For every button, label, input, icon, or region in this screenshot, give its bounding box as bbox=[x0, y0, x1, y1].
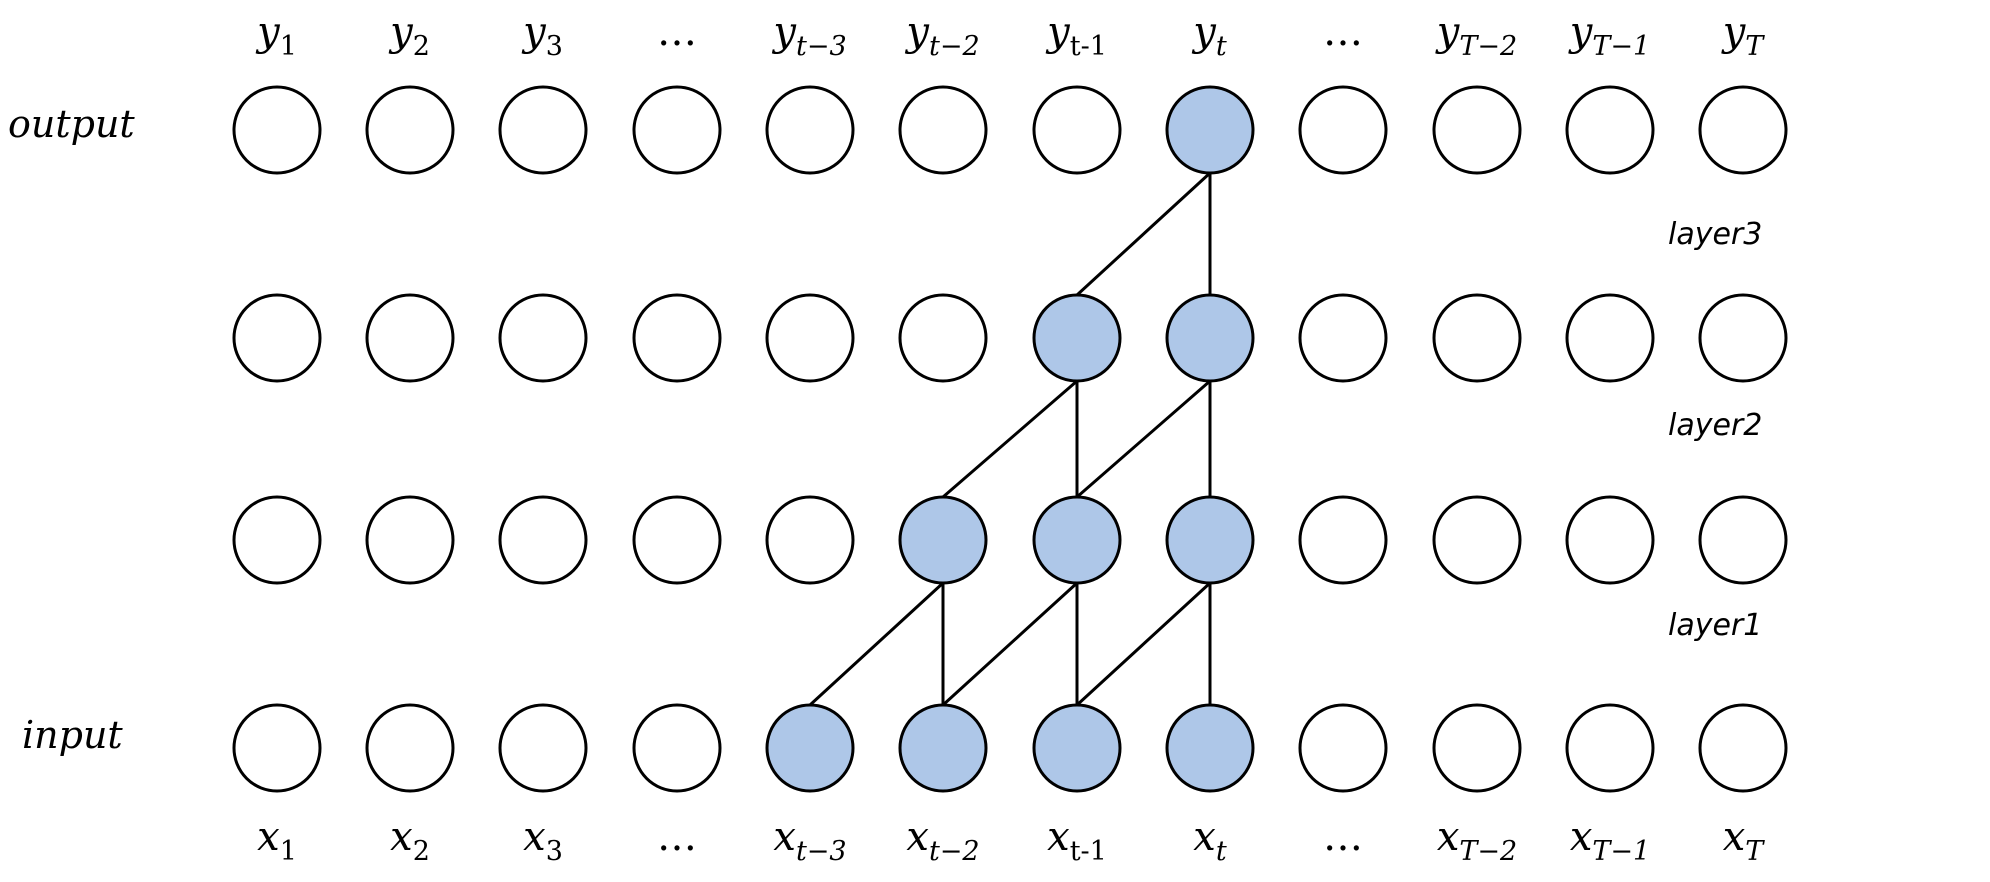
node-hidden-layer-1-9 bbox=[1432, 495, 1522, 585]
output-label-10: yT−1 bbox=[1568, 9, 1650, 62]
input-label-9: xT−2 bbox=[1437, 814, 1517, 867]
node-hidden-layer-1-4 bbox=[765, 495, 855, 585]
input-labels: x1 x2 x3 … xt−3 xt−2 xt-1 xt … xT−2 xT−1 xT bbox=[257, 814, 1765, 867]
node-hidden-layer-2-8 bbox=[1298, 293, 1388, 383]
edge-layer1-5-to-input-4 bbox=[808, 581, 945, 707]
node-hidden-layer-2-9 bbox=[1432, 293, 1522, 383]
input-label-10: xT−1 bbox=[1570, 814, 1650, 867]
node-grid bbox=[232, 85, 1788, 793]
input-label-7: xt bbox=[1193, 814, 1227, 867]
node-output-11 bbox=[1698, 85, 1788, 175]
node-hidden-layer-2-5 bbox=[898, 293, 988, 383]
active-node-hidden-layer-2-6 bbox=[1032, 293, 1122, 383]
edge-layer1-7-to-input-6 bbox=[1075, 581, 1212, 707]
node-hidden-layer-1-2 bbox=[498, 495, 588, 585]
node-hidden-layer-1-11 bbox=[1698, 495, 1788, 585]
node-hidden-layer-1-1 bbox=[365, 495, 455, 585]
layer-label-2: layer2 bbox=[1668, 408, 1762, 443]
active-node-hidden-layer-1-6 bbox=[1032, 495, 1122, 585]
input-label-3: … bbox=[657, 814, 697, 860]
node-output-5 bbox=[898, 85, 988, 175]
node-output-8 bbox=[1298, 85, 1388, 175]
node-input-8 bbox=[1298, 703, 1388, 793]
edge-layer2-7-to-layer1-6 bbox=[1076, 379, 1211, 499]
node-output-10 bbox=[1565, 85, 1655, 175]
active-node-input-6 bbox=[1032, 703, 1122, 793]
active-node-output-7 bbox=[1165, 85, 1255, 175]
output-label-0: y1 bbox=[255, 9, 297, 62]
output-label-7: yt bbox=[1191, 9, 1227, 62]
node-input-2 bbox=[498, 703, 588, 793]
node-hidden-layer-1-10 bbox=[1565, 495, 1655, 585]
node-input-11 bbox=[1698, 703, 1788, 793]
node-output-4 bbox=[765, 85, 855, 175]
node-output-3 bbox=[632, 85, 722, 175]
active-node-hidden-layer-1-5 bbox=[898, 495, 988, 585]
node-hidden-layer-2-2 bbox=[498, 293, 588, 383]
node-input-9 bbox=[1432, 703, 1522, 793]
node-output-6 bbox=[1032, 85, 1122, 175]
edge-layer1-6-to-input-5 bbox=[941, 581, 1079, 707]
output-label-2: y3 bbox=[521, 9, 563, 62]
node-hidden-layer-2-3 bbox=[632, 293, 722, 383]
output-labels: y1 y2 y3 … yt−3 yt−2 yt-1 yt … yT−2 yT−1 yT bbox=[255, 9, 1765, 62]
output-label-1: y2 bbox=[388, 9, 430, 62]
node-output-2 bbox=[498, 85, 588, 175]
active-node-hidden-layer-1-7 bbox=[1165, 495, 1255, 585]
input-label-0: x1 bbox=[257, 814, 297, 867]
active-node-input-4 bbox=[765, 703, 855, 793]
node-hidden-layer-2-11 bbox=[1698, 293, 1788, 383]
output-label-8: … bbox=[1323, 9, 1363, 55]
layer-label-1: layer1 bbox=[1668, 608, 1762, 643]
node-hidden-layer-1-0 bbox=[232, 495, 322, 585]
node-output-1 bbox=[365, 85, 455, 175]
input-label-4: xt−3 bbox=[773, 814, 846, 867]
row-label-output: output bbox=[8, 102, 135, 146]
output-label-11: yT bbox=[1721, 9, 1766, 62]
active-node-input-7 bbox=[1165, 703, 1255, 793]
output-label-9: yT−2 bbox=[1435, 9, 1517, 62]
edge-layer2-6-to-layer1-5 bbox=[942, 379, 1078, 499]
node-hidden-layer-1-8 bbox=[1298, 495, 1388, 585]
output-label-6: yt-1 bbox=[1045, 9, 1107, 62]
node-hidden-layer-2-0 bbox=[232, 293, 322, 383]
input-label-1: x2 bbox=[390, 814, 430, 867]
node-input-1 bbox=[365, 703, 455, 793]
row-label-input: input bbox=[22, 713, 123, 757]
output-label-5: yt−2 bbox=[904, 9, 979, 62]
input-label-6: xt-1 bbox=[1047, 814, 1107, 867]
node-hidden-layer-2-4 bbox=[765, 293, 855, 383]
output-label-4: yt−3 bbox=[771, 9, 846, 62]
input-label-5: xt−2 bbox=[906, 814, 979, 867]
node-input-3 bbox=[632, 703, 722, 793]
connection-edges bbox=[808, 171, 1212, 707]
node-hidden-layer-2-10 bbox=[1565, 293, 1655, 383]
node-input-0 bbox=[232, 703, 322, 793]
input-label-8: … bbox=[1323, 814, 1363, 860]
active-node-input-5 bbox=[898, 703, 988, 793]
input-label-11: xT bbox=[1723, 814, 1766, 867]
layer-label-3: layer3 bbox=[1668, 217, 1762, 252]
node-input-10 bbox=[1565, 703, 1655, 793]
node-output-9 bbox=[1432, 85, 1522, 175]
output-label-3: … bbox=[657, 9, 697, 55]
edge-output-7-to-layer2-6 bbox=[1075, 171, 1212, 297]
input-label-2: x3 bbox=[523, 814, 563, 867]
active-node-hidden-layer-2-7 bbox=[1165, 293, 1255, 383]
node-hidden-layer-2-1 bbox=[365, 293, 455, 383]
node-output-0 bbox=[232, 85, 322, 175]
node-hidden-layer-1-3 bbox=[632, 495, 722, 585]
